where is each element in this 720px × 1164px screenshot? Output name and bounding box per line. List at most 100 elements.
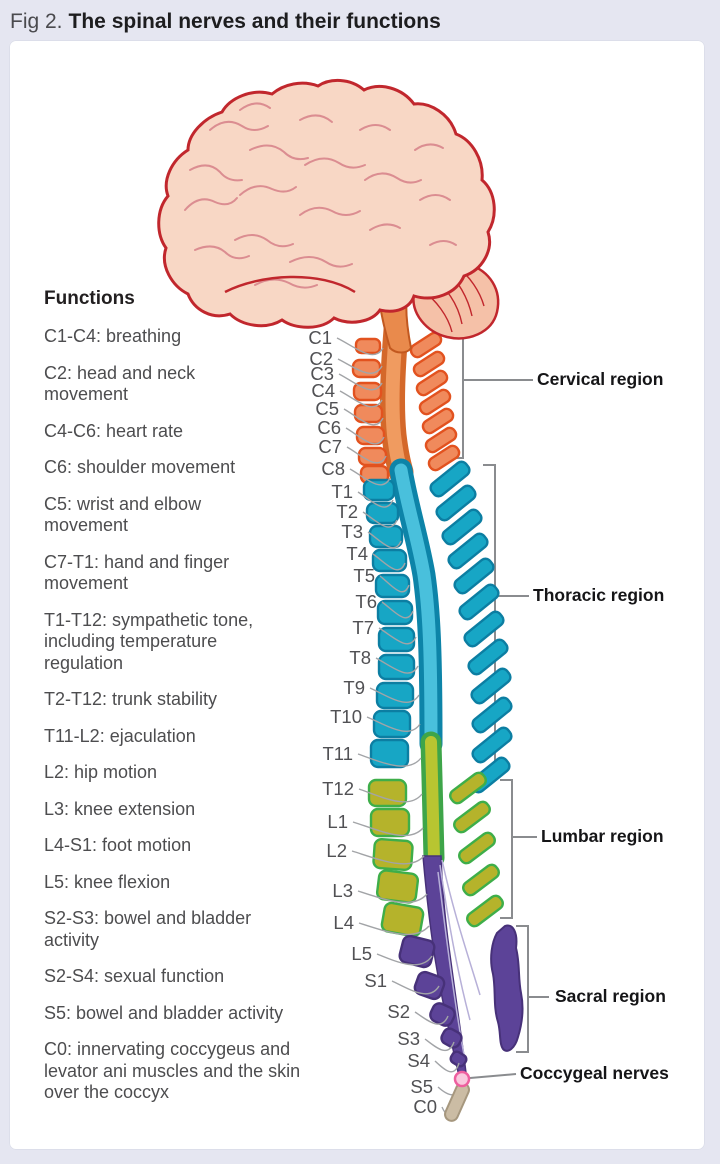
function-item: C5: wrist and elbow movement [44,493,202,536]
cerebrum [157,79,496,329]
level-label-L3: L3 [332,880,353,901]
function-item: C7-T1: hand and finger movement [44,551,230,594]
vertebra-process [453,557,495,595]
coccygeal-nerve-dot [453,1070,471,1088]
vertebra-body [440,1027,463,1049]
lumbar-bracket [500,779,537,919]
sacrum-shape [490,924,524,1052]
nerve-line-T3 [367,531,402,549]
nerve-line-C6 [345,427,385,445]
spinous-processes [409,331,513,928]
vertebra-process [463,610,505,648]
level-label-C3: C3 [310,363,334,384]
nerve-line-C8 [349,468,391,486]
level-label-C5: C5 [315,398,339,419]
function-item: L3: knee extension [44,798,196,819]
vertebra-process [415,369,449,397]
spinal-cord [380,317,445,869]
vertebra-process [427,444,461,472]
level-label-S5: S5 [410,1076,433,1097]
nerve-line-C5 [343,408,384,426]
vertebra-body [353,403,384,424]
function-item: T11-L2: ejaculation [44,725,196,746]
level-label-T11: T11 [322,743,353,764]
nerve-line-C1 [336,337,384,356]
nerve-line-T4 [372,553,406,571]
nerve-line-T7 [378,627,417,645]
nerve-line-T5 [379,575,410,593]
level-labels: C1C2C3C4C5C6C7C8T1T2T3T4T5T6T7T8T9T10T11… [308,327,437,1117]
level-label-C2: C2 [309,348,333,369]
vertebra-process [470,667,512,705]
nerve-line-C4 [339,390,383,408]
nerve-line-C3 [338,373,383,391]
nerve-line-T2 [362,511,398,528]
brain-gyri-lines [184,102,457,289]
vertebra-process [458,831,496,865]
function-item: C6: shoulder movement [44,457,236,477]
nerve-line-L4 [358,922,430,936]
function-item: T2-T12: trunk stability [44,689,218,709]
function-item: L5: knee flexion [44,871,171,892]
level-label-C7: C7 [318,436,342,457]
functions-heading: Functions [44,288,135,309]
nerve-line-T12 [358,788,423,803]
coccyx-shape [444,1082,470,1122]
nerve-line-C2 [337,358,383,374]
level-label-T3: T3 [341,521,363,542]
vertebra-body [377,653,416,681]
nerve-line-L5 [376,953,433,966]
nerve-line-C7 [346,446,387,464]
level-label-C8: C8 [321,458,345,479]
level-label-T6: T6 [355,591,377,612]
nerve-line-S2 [414,1011,449,1025]
function-item: S5: bowel and bladder activity [44,1002,284,1023]
region-label-sacral: Sacral region [555,986,666,1006]
vertebra-process [471,696,513,734]
vertebra-process [441,508,483,546]
vertebra-body [413,970,446,1001]
level-label-T2: T2 [336,501,358,522]
level-label-L2: L2 [326,840,347,861]
vertebra-process [421,407,455,435]
level-label-T9: T9 [343,677,365,698]
function-item: T1-T12: sympathetic tone, including temp… [44,609,254,673]
vertebra-body [375,681,415,710]
level-label-T4: T4 [346,543,368,564]
level-label-C1: C1 [308,327,332,348]
nerve-line-T10 [366,716,421,732]
vertebra-body [449,1050,468,1068]
vertebra-process [449,771,487,805]
function-item: L2: hip motion [44,762,158,782]
vertebra-body [429,1002,456,1027]
vertebra-process [418,388,452,416]
region-label-coccygeal: Coccygeal nerves [520,1063,669,1083]
nerve-line-T1 [357,491,394,508]
vertebra-body [354,337,382,355]
vertebra-body [369,807,411,838]
vertebra-process [412,350,446,378]
vertebra-process [462,863,500,897]
level-label-T1: T1 [331,481,353,502]
vertebra-process [429,460,471,498]
vertebra-process [435,484,477,522]
level-label-S3: S3 [397,1028,420,1049]
function-item: C0: innervating coccygeus and levator an… [44,1039,301,1102]
sacral-bracket [516,925,549,1053]
level-label-T12: T12 [322,778,354,799]
vertebra-body [371,548,408,573]
function-item: C2: head and neck movement [44,362,196,405]
functions-panel: Functions C1-C4: breathing C2: head and … [44,288,346,1119]
level-label-L1: L1 [327,811,348,832]
vertebra-body [352,381,383,402]
vertebra-process [409,331,443,359]
nerve-line-L3 [357,890,428,904]
nerve-line-L2 [351,850,425,865]
level-label-T5: T5 [353,565,375,586]
level-label-C0: C0 [413,1096,437,1117]
level-label-C6: C6 [317,417,341,438]
nerve-line-S3 [424,1038,455,1052]
vertebra-process [466,894,504,928]
